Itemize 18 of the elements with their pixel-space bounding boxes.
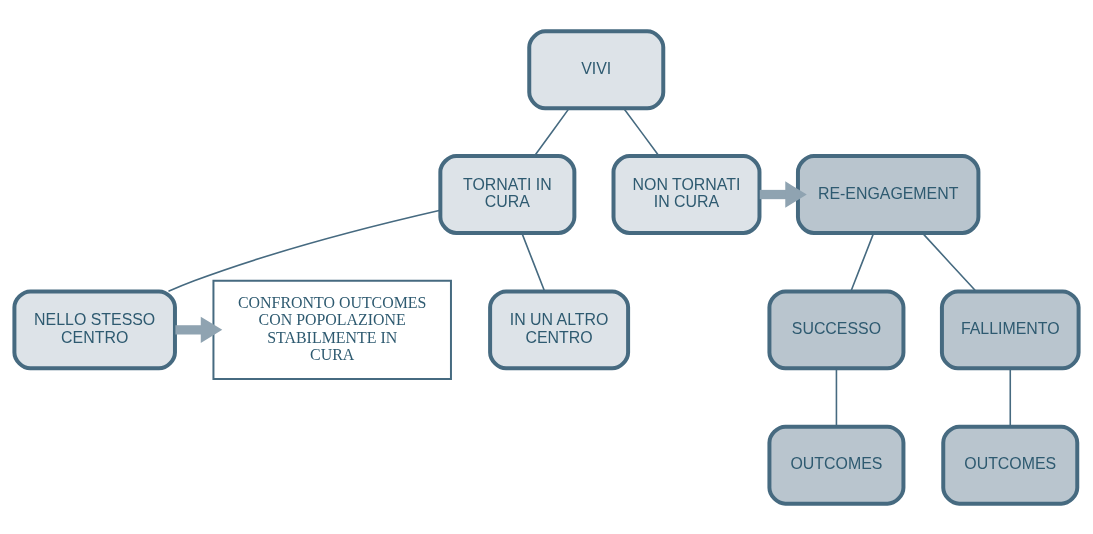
node-box: FALLIMENTO <box>939 288 1081 370</box>
arrow <box>175 316 223 343</box>
node-box: OUTCOMES <box>767 424 906 506</box>
node-box: IN UN ALTRO CENTRO <box>488 288 631 370</box>
arrow <box>759 180 807 208</box>
node-box: CONFRONTO OUTCOMES CON POPOLAZIONE STABILMENTE IN CURA <box>212 279 452 380</box>
node-box: SUCCESSO <box>767 288 906 370</box>
node-box: RE-ENGAGEMENT <box>795 153 981 235</box>
node-box: VIVI <box>527 28 666 110</box>
connector <box>623 107 660 156</box>
connector <box>835 367 838 427</box>
connector <box>1009 367 1012 427</box>
node-box: NELLO STESSO CENTRO <box>12 288 177 370</box>
node-box: NON TORNATI IN CURA <box>611 153 762 235</box>
connector <box>533 107 570 156</box>
node-box: OUTCOMES <box>941 424 1080 506</box>
connector <box>167 209 442 292</box>
node-box: TORNATI IN CURA <box>438 153 577 235</box>
